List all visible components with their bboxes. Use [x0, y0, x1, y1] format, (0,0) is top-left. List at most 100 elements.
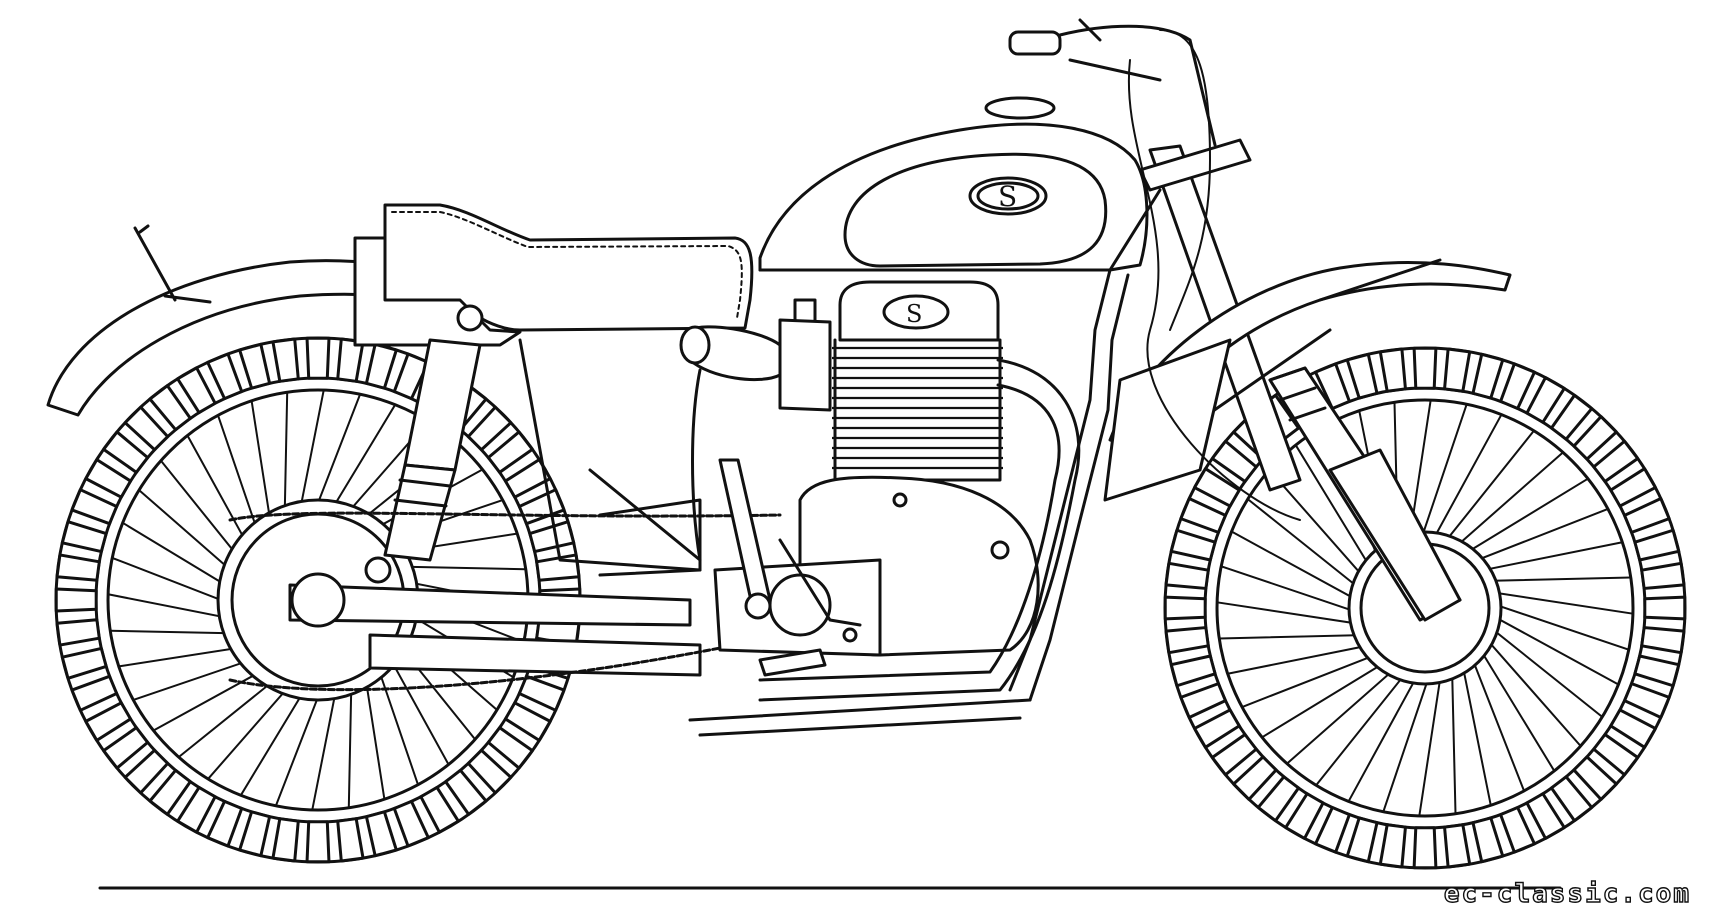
tread-block [176, 785, 217, 834]
tread-block [123, 748, 170, 795]
tread-block [55, 553, 101, 582]
tread-block [1164, 561, 1210, 590]
cylinder-fins [832, 346, 1003, 470]
tread-block [1550, 393, 1594, 441]
watermark: ec-classic.com [1443, 878, 1691, 909]
number-plate [1103, 338, 1232, 502]
tread-block [419, 785, 460, 834]
tread-block [466, 748, 513, 795]
tread-block [271, 337, 300, 383]
tread-block [148, 384, 192, 432]
tread-block [1633, 654, 1681, 688]
front-mudguard-stay [1198, 258, 1442, 422]
fork-gaiter [1268, 366, 1327, 422]
tread-block [55, 618, 101, 647]
tread-block [84, 458, 133, 499]
tread-block [364, 810, 398, 858]
tread-block [1592, 439, 1640, 483]
tread-block [305, 820, 331, 864]
tread-block [503, 701, 552, 742]
tread-block [60, 646, 108, 680]
tread-block [1284, 792, 1325, 840]
tread-block [176, 366, 217, 415]
tread-block [238, 342, 272, 390]
tread-block [1412, 826, 1438, 870]
swingarm [288, 583, 692, 627]
engine: S [713, 280, 1040, 657]
tread-block [392, 799, 430, 848]
tread-block [1345, 352, 1379, 400]
carburettor [679, 298, 832, 412]
tread-block [70, 674, 119, 712]
tread-block [102, 726, 150, 770]
tread-block [1640, 626, 1686, 655]
tread-block [1572, 755, 1618, 801]
tread-block [503, 458, 552, 499]
tread-block [1378, 823, 1407, 869]
tread-block [1345, 816, 1379, 864]
tread-block [1179, 497, 1227, 534]
seat-stitching [391, 211, 743, 319]
fuel-tank [758, 122, 1149, 272]
tread-block [1623, 497, 1671, 534]
exhaust-pipe-inner [758, 383, 1061, 682]
tread-block [486, 430, 534, 474]
engine-emblem: S [882, 294, 950, 330]
fork-yoke [1138, 138, 1252, 192]
tread-block [1169, 654, 1217, 688]
tank-panel [843, 152, 1108, 268]
brake-lever [1068, 18, 1162, 82]
exhaust-pipe [758, 358, 1081, 702]
tread-block [336, 817, 365, 863]
tread-block [1314, 806, 1351, 854]
oil-tank [691, 368, 702, 562]
tread-block [1232, 755, 1278, 801]
tread-block [1471, 352, 1505, 400]
tread-block [444, 768, 488, 816]
fuel-cap [984, 96, 1056, 120]
gear-lever [778, 538, 862, 627]
tread-block [1640, 561, 1686, 590]
tread-block [206, 352, 244, 401]
tread-block [1314, 362, 1351, 410]
tread-block [238, 810, 272, 858]
tread-block [535, 553, 581, 582]
tread-block [1378, 347, 1407, 393]
tank-emblem-letter: S [998, 180, 1017, 213]
tread-block [148, 768, 192, 816]
tread-block [1525, 792, 1566, 840]
tread-block [1609, 467, 1657, 508]
rear-axle-adjuster [290, 572, 346, 628]
tread-block [1412, 346, 1438, 390]
tread-block [1443, 823, 1472, 869]
tread-block [1525, 376, 1566, 424]
tread-block [60, 520, 108, 554]
tread-block [517, 674, 566, 712]
tread-block [466, 405, 513, 452]
tread-block [1499, 362, 1536, 410]
frame-lower-rail [688, 698, 1032, 737]
tread-block [1169, 528, 1217, 562]
kickstart-pivot [744, 592, 772, 620]
tread-block [486, 726, 534, 770]
tread-block [1592, 733, 1640, 777]
fork-lower-slider [1328, 448, 1462, 622]
tread-block [1550, 775, 1594, 823]
tread-block [84, 701, 133, 742]
tread-block [1609, 708, 1657, 749]
tread-block [1193, 467, 1241, 508]
frame-down-tube-inner [1028, 273, 1130, 702]
chain-guard [598, 498, 702, 577]
tread-block [1210, 733, 1258, 777]
rear-mudguard-stay [133, 224, 212, 304]
control-cable [1127, 59, 1301, 521]
tread-block [54, 587, 98, 613]
tread-block [1443, 347, 1472, 393]
tread-block [364, 342, 398, 390]
tread-block [1633, 528, 1681, 562]
tread-block [123, 405, 170, 452]
drive-chain-bottom [228, 638, 762, 692]
tread-block [1256, 775, 1300, 823]
tread-block [1499, 806, 1536, 854]
